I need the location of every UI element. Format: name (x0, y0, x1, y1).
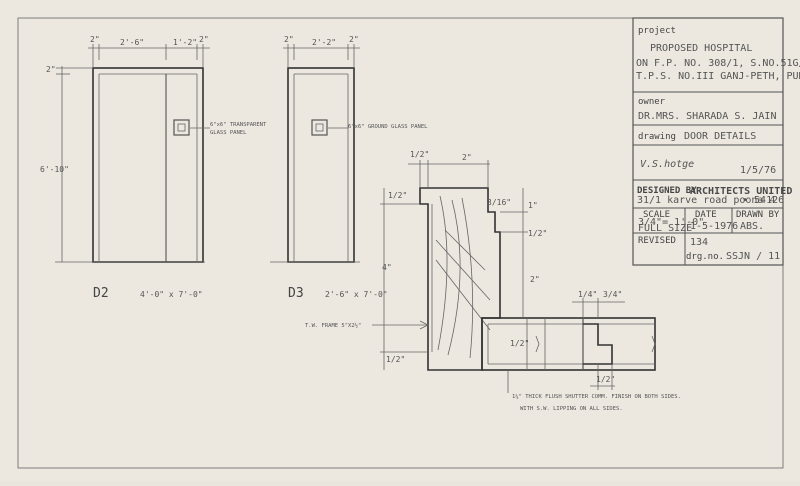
d3-glass-panel (311, 119, 328, 136)
scale-label: SCALE (643, 210, 670, 220)
section-dim-f: 1/2" (386, 355, 405, 364)
section-dim-g: 4" (382, 263, 392, 272)
d2-dim-top-a: 2" (90, 35, 100, 44)
section-dim-m: 1/2" (596, 375, 615, 384)
firm-name: ARCHITECTS UNITED (690, 186, 792, 197)
firm-phone: • 54126 (742, 195, 784, 206)
project-plot: ON F.P. NO. 308/1, S.NO.51G/A (636, 58, 800, 69)
d2-panel-note-1: 6"x6" TRANSPARENT (210, 122, 267, 128)
d3-label: D3 (288, 286, 304, 301)
d3-size: 2'-6" x 7'-0" (325, 290, 388, 299)
section-dim-j: 1/2" (510, 339, 529, 348)
d3-dim-top-a: 2" (284, 35, 294, 44)
d3-panel-note: 6"x6" GROUND GLASS PANEL (348, 124, 428, 130)
drawn-by-value: ABS. (740, 221, 764, 232)
sign-date: 1/5/76 (740, 165, 776, 176)
door-d3-elevation: 2" 2'-2" 2" 6"x6" GROUND GLASS PANEL D3 … (270, 35, 428, 301)
firm-address: 31/1 karve road poona 4 (637, 195, 775, 206)
d2-dim-side-top: 2" (46, 65, 56, 74)
drawing-value: DOOR DETAILS (684, 131, 756, 142)
d2-dim-top-c: 1'-2" (173, 38, 197, 47)
section-dim-k: 1/4" (578, 290, 597, 299)
drawing-label: drawing (638, 132, 676, 142)
frame-note: T.W. FRAME 5"X2½" (305, 322, 361, 329)
project-location: T.P.S. NO.III GANJ-PETH, PUNE (636, 71, 800, 82)
date-label: DATE (695, 210, 717, 220)
project-label: project (638, 26, 676, 36)
revised-label: REVISED (638, 236, 676, 246)
section-dim-h: 2" (530, 275, 540, 284)
d2-glass-panel (173, 119, 190, 136)
section-dim-a: 1/2" (410, 150, 429, 159)
shutter-note-1: 1¼" THICK FLUSH SHUTTER COMM. FINISH ON … (512, 394, 681, 400)
drgno-value: SSJN / 11 (726, 251, 780, 262)
revised-value: 134 (690, 237, 708, 248)
lipping-profile (583, 323, 613, 365)
drawn-by-label: DRAWN BY (736, 210, 780, 220)
d3-dim-top-c: 2" (349, 35, 359, 44)
d2-dim-top-b: 2'-6" (120, 38, 144, 47)
d2-dim-top-d: 2" (199, 35, 209, 44)
signature: V.S.hotge (640, 159, 694, 170)
owner-label: owner (638, 97, 666, 107)
section-dim-e: 1" (528, 201, 538, 210)
title-block: project PROPOSED HOSPITAL ON F.P. NO. 30… (632, 17, 800, 266)
scale-value-2: FULL SIZE (638, 223, 692, 234)
d2-panel-note-2: GLASS PANEL (210, 130, 247, 136)
section-dim-b: 2" (462, 153, 472, 162)
flush-shutter (481, 317, 656, 371)
shutter-note-2: WITH S.W. LIPPING ON ALL SIDES. (520, 406, 623, 412)
owner-value: DR.MRS. SHARADA S. JAIN (638, 111, 776, 122)
scale-value-1: 3/4"= 1'-0" (638, 217, 704, 228)
section-dim-l: 3/4" (603, 290, 622, 299)
door-section-detail: 1/2" 2" 1/2" 4" 1/2" 3/16" 1" 1/2" 2" 1/… (305, 150, 681, 412)
section-dim-d: 3/16" (487, 198, 511, 207)
project-name: PROPOSED HOSPITAL (650, 43, 752, 54)
d3-dim-top-b: 2'-2" (312, 38, 336, 47)
door-d2-elevation: 2" 2'-6" 1'-2" 2" 2" 6'-10" 6"x6" TRANSP… (40, 35, 267, 301)
d2-label: D2 (93, 286, 109, 301)
d2-dim-height: 6'-10" (40, 165, 69, 174)
section-dim-c: 1/2" (388, 191, 407, 200)
designed-by-label: DESIGNED BY (637, 186, 697, 196)
drgno-label: drg.no. (686, 252, 724, 262)
d2-size: 4'-0" x 7'-0" (140, 290, 203, 299)
section-dim-i: 1/2" (528, 229, 547, 238)
date-value: 1-5-1976 (690, 221, 738, 232)
